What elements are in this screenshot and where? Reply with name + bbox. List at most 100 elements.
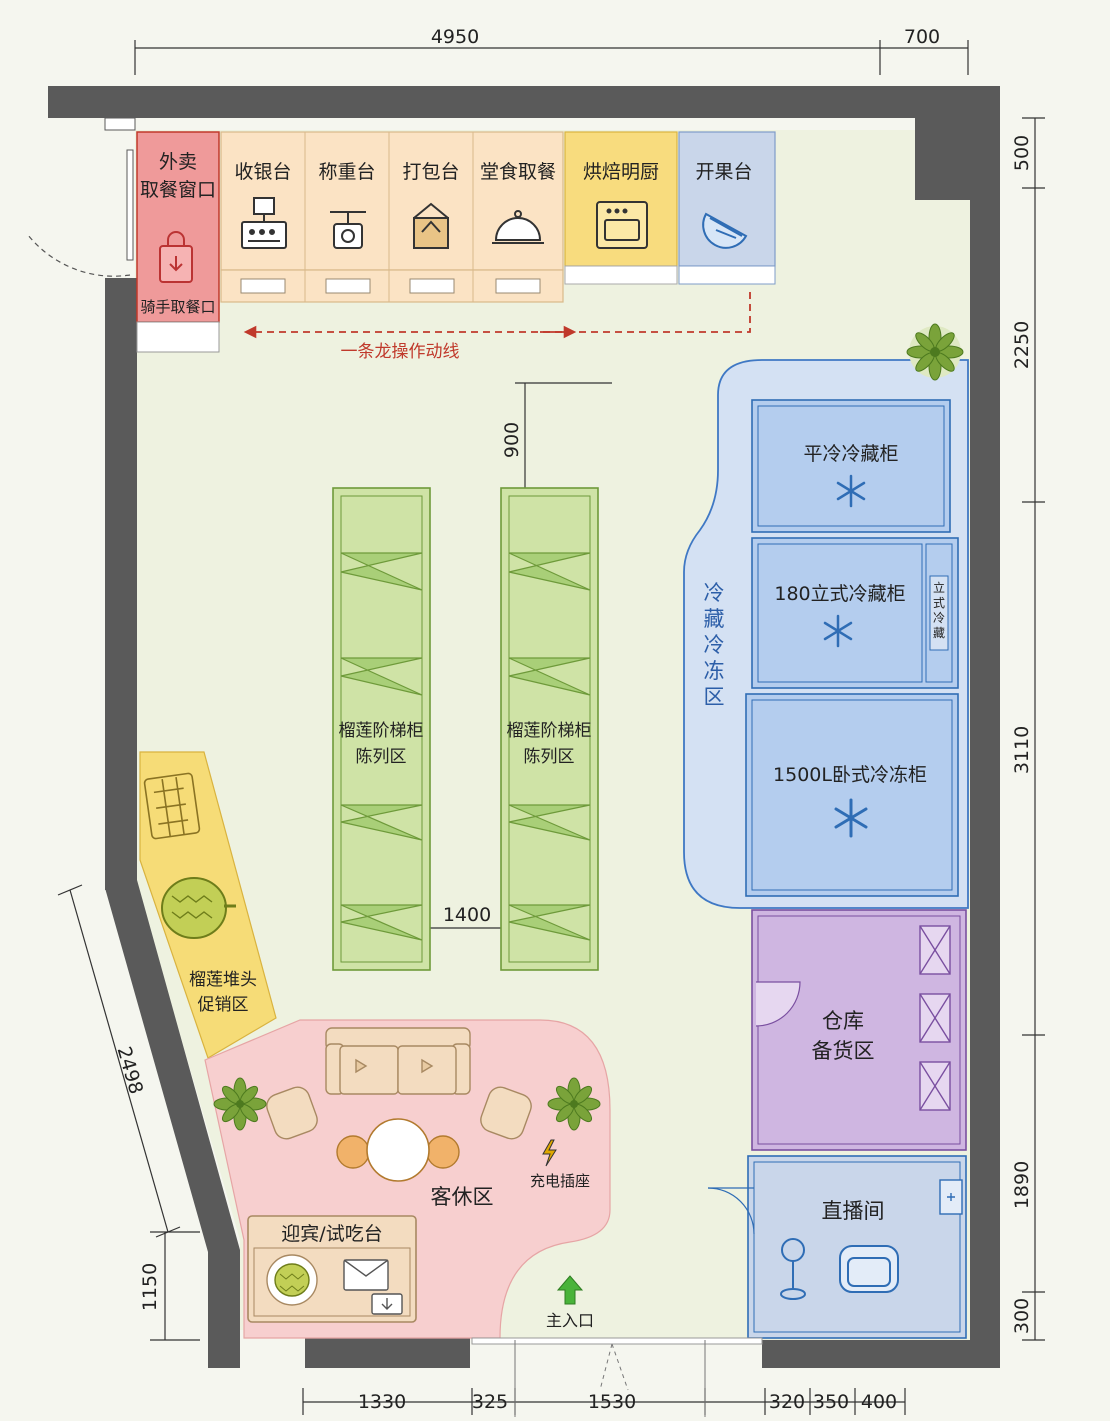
durian-plate-icon	[266, 1254, 318, 1306]
sofa-icon	[325, 1027, 471, 1095]
flat-fridge: 平冷冷藏柜	[751, 399, 951, 533]
promo-label-1: 榴莲堆头	[189, 970, 257, 990]
upright-fridge-label: 180立式冷藏柜	[774, 583, 905, 605]
svg-text:藏: 藏	[933, 626, 945, 640]
promo-label-2: 促销区	[198, 995, 249, 1015]
dim-right-d: 1890	[1011, 1161, 1033, 1209]
weighing-scale-icon	[330, 211, 366, 249]
dim-left-b: 1150	[139, 1263, 161, 1311]
durian-shelf-right: 榴莲阶梯柜 陈列区	[500, 487, 599, 971]
lounge-label: 客休区	[431, 1185, 494, 1209]
dim-right-a: 500	[1011, 135, 1033, 171]
dim-right-e: 300	[1011, 1298, 1033, 1334]
workflow-line: 一条龙操作动线	[243, 292, 751, 362]
warehouse: 仓库 备货区	[751, 909, 967, 1151]
dim-right-b: 2250	[1011, 321, 1033, 369]
reception-tasting-counter: 迎宾/试吃台	[247, 1215, 417, 1323]
oven-icon	[596, 201, 648, 249]
dim-bottom-d: 320	[769, 1391, 805, 1413]
cold-zone-label: 冷 藏 冷 冻 区	[704, 581, 725, 709]
svg-text:藏: 藏	[704, 607, 725, 631]
svg-text:冷: 冷	[933, 611, 945, 625]
fruit-slice-icon	[702, 212, 748, 249]
chest-freezer-label: 1500L卧式冷冻柜	[773, 764, 927, 786]
shelf-left-label-1: 榴莲阶梯柜	[339, 721, 424, 741]
bakery-label: 烘焙明厨	[583, 161, 659, 183]
flat-fridge-label: 平冷冷藏柜	[803, 443, 898, 465]
storage-box-icon	[919, 925, 951, 1111]
packing-label: 打包台	[402, 161, 459, 183]
dim-bottom-f: 400	[861, 1391, 897, 1413]
rider-pickup-label: 骑手取餐口	[140, 298, 215, 316]
dim-bottom-a: 1330	[358, 1391, 406, 1413]
durian-icon	[161, 877, 236, 939]
shelf-right-label-2: 陈列区	[524, 747, 575, 767]
plant-icon	[213, 1077, 267, 1131]
dim-aisle: 900	[501, 422, 523, 458]
svg-text:区: 区	[704, 685, 725, 709]
dim-right-c: 3110	[1011, 726, 1033, 774]
walls	[48, 86, 1000, 1368]
charging-icon	[542, 1139, 557, 1167]
workflow-label: 一条龙操作动线	[341, 342, 460, 362]
side-door	[27, 149, 134, 277]
cashier-label: 收银台	[234, 161, 291, 183]
first-aid-icon	[939, 1179, 963, 1215]
charging-label: 充电插座	[530, 1172, 590, 1190]
dim-top-b: 700	[904, 26, 940, 48]
ring-light-icon	[780, 1238, 806, 1300]
upright-fridge: 180立式冷藏柜 立 式 冷 藏	[751, 537, 959, 689]
plant-icon	[547, 1077, 601, 1131]
armchair-icon	[266, 1086, 532, 1140]
snowflake-icon	[823, 614, 853, 648]
svg-text:冷: 冷	[704, 633, 725, 657]
plant-icon	[906, 323, 964, 381]
warehouse-label-1: 仓库	[822, 1009, 864, 1033]
takeout-label-1: 外卖	[159, 151, 197, 173]
fruit-label: 开果台	[695, 161, 752, 183]
takeout-window: 外卖 取餐窗口 骑手取餐口	[136, 131, 220, 353]
dim-top-a: 4950	[431, 26, 479, 48]
main-entrance: 主入口	[471, 1275, 763, 1417]
dim-shelf-gap: 1400	[443, 904, 491, 926]
fruit-cutting-station: 开果台	[678, 131, 776, 285]
shelf-right-label-1: 榴莲阶梯柜	[507, 721, 592, 741]
small-upright-label: 立 式 冷 藏	[933, 580, 945, 640]
dim-bottom-b: 325	[472, 1391, 508, 1413]
service-counter: 收银台 称重台 打包台 堂食取餐	[220, 131, 564, 303]
svg-text:立: 立	[933, 580, 945, 595]
chest-freezer: 1500L卧式冷冻柜	[745, 693, 959, 897]
reception-label: 迎宾/试吃台	[281, 1223, 382, 1245]
svg-text:式: 式	[933, 596, 945, 610]
chair-icon	[839, 1245, 899, 1293]
warehouse-label-2: 备货区	[812, 1039, 875, 1063]
dimension-lines	[57, 40, 1045, 1415]
snowflake-icon	[834, 798, 868, 838]
durian-promo-area: 榴莲堆头 促销区	[139, 751, 277, 1059]
entrance-label: 主入口	[546, 1311, 594, 1330]
dining-table-icon	[336, 1118, 460, 1182]
scale-label: 称重台	[318, 161, 375, 183]
tray-icon	[371, 1293, 403, 1315]
shopping-bag-icon	[159, 231, 193, 283]
dim-bottom-e: 350	[813, 1391, 849, 1413]
cold-zone: 冷 藏 冷 冻 区 平冷冷藏柜 180立式冷藏柜 立 式 冷 藏	[683, 359, 969, 909]
cash-register-icon	[241, 197, 287, 249]
shelf-left-label-2: 陈列区	[356, 747, 407, 767]
entrance-arrow-icon	[556, 1275, 584, 1305]
durian-shelf-left: 榴莲阶梯柜 陈列区	[332, 487, 431, 971]
live-room-label: 直播间	[822, 1199, 885, 1223]
dine-pickup-label: 堂食取餐	[480, 161, 556, 183]
dim-bottom-c: 1530	[588, 1391, 636, 1413]
package-box-icon	[413, 202, 449, 249]
envelope-icon	[343, 1259, 389, 1291]
takeout-label-2: 取餐窗口	[140, 179, 216, 201]
bakery-kitchen: 烘焙明厨	[564, 131, 678, 285]
svg-text:冻: 冻	[704, 659, 725, 683]
snowflake-icon	[836, 474, 866, 508]
basket-icon	[143, 772, 201, 840]
live-streaming-room: 直播间	[707, 1155, 967, 1339]
food-cloche-icon	[492, 210, 544, 244]
svg-text:冷: 冷	[704, 581, 725, 605]
